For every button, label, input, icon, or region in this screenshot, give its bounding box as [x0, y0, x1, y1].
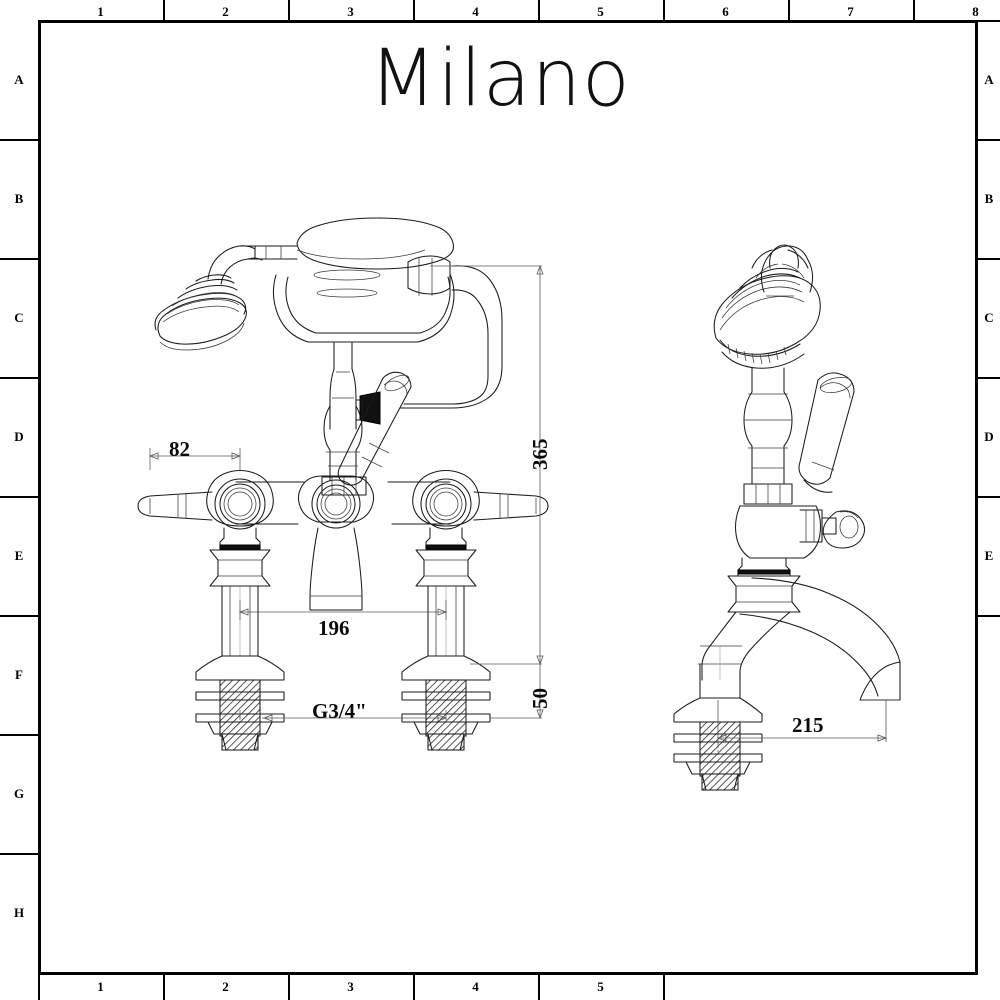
frame-tick-right-1 [978, 139, 1000, 141]
frame-zone-top-6: 6 [722, 4, 729, 19]
frame-tick-bottom-3 [413, 975, 415, 1000]
frame-zone-left-A: A [14, 71, 24, 87]
frame-tick-left-5 [0, 615, 38, 617]
frame-tick-top-3 [413, 0, 415, 20]
frame-tick-bottom-1 [163, 975, 165, 1000]
frame-zone-bottom-2: 2 [222, 979, 229, 994]
frame-tick-right-2 [978, 258, 1000, 260]
frame-tick-bottom-0 [38, 975, 40, 1000]
frame-tick-left-1 [0, 139, 38, 141]
dimension-label-spout-projection: 215 [792, 713, 824, 737]
frame-tick-top-6 [788, 0, 790, 20]
frame-zone-top-2: 2 [222, 4, 229, 19]
frame-tick-left-4 [0, 496, 38, 498]
frame-zone-top-4: 4 [472, 4, 479, 19]
drawing-frame-border [38, 20, 978, 975]
frame-zone-bottom-3: 3 [347, 979, 354, 994]
dimension-label-tail-length: 50 [528, 688, 552, 709]
frame-zone-right-A: A [984, 71, 994, 87]
frame-zone-right-C: C [984, 309, 994, 325]
frame-tick-left-3 [0, 377, 38, 379]
frame-tick-right-4 [978, 496, 1000, 498]
dimension-label-thread-size: G3/4" [312, 699, 367, 723]
frame-tick-bottom-2 [288, 975, 290, 1000]
frame-tick-left-2 [0, 258, 38, 260]
frame-zone-right-D: D [984, 428, 994, 444]
frame-tick-top-4 [538, 0, 540, 20]
frame-tick-top-2 [288, 0, 290, 20]
frame-zone-bottom-5: 5 [597, 979, 604, 994]
frame-zone-right-B: B [984, 190, 994, 206]
frame-zone-left-F: F [15, 666, 23, 682]
frame-zone-left-B: B [14, 190, 24, 206]
frame-zone-left-C: C [14, 309, 24, 325]
frame-tick-right-end [978, 615, 1000, 617]
frame-tick-left-6 [0, 734, 38, 736]
dimension-label-overall-height: 365 [528, 438, 552, 471]
frame-zone-top-5: 5 [597, 4, 604, 19]
frame-tick-top-7 [913, 0, 915, 20]
frame-zone-top-7: 7 [847, 4, 854, 19]
dimension-label-tap-centres: 196 [318, 616, 350, 640]
frame-zone-left-H: H [13, 904, 25, 920]
frame-tick-right-3 [978, 377, 1000, 379]
page-title: Milano [369, 34, 631, 124]
frame-zone-left-G: G [13, 785, 25, 801]
frame-zone-bottom-1: 1 [97, 979, 104, 994]
frame-tick-bottom-end [663, 975, 665, 1000]
frame-tick-left-7 [0, 853, 38, 855]
frame-tick-top-1 [163, 0, 165, 20]
frame-tick-bottom-4 [538, 975, 540, 1000]
frame-zone-top-1: 1 [97, 4, 104, 19]
frame-zone-right-E: E [984, 547, 994, 563]
dimension-label-handle-width: 82 [169, 437, 190, 461]
frame-tick-right-0 [978, 20, 1000, 22]
frame-zone-top-8: 8 [972, 4, 979, 19]
frame-zone-left-E: E [14, 547, 24, 563]
frame-zone-left-D: D [14, 428, 24, 444]
frame-zone-top-3: 3 [347, 4, 354, 19]
frame-tick-top-5 [663, 0, 665, 20]
frame-zone-bottom-4: 4 [472, 979, 479, 994]
